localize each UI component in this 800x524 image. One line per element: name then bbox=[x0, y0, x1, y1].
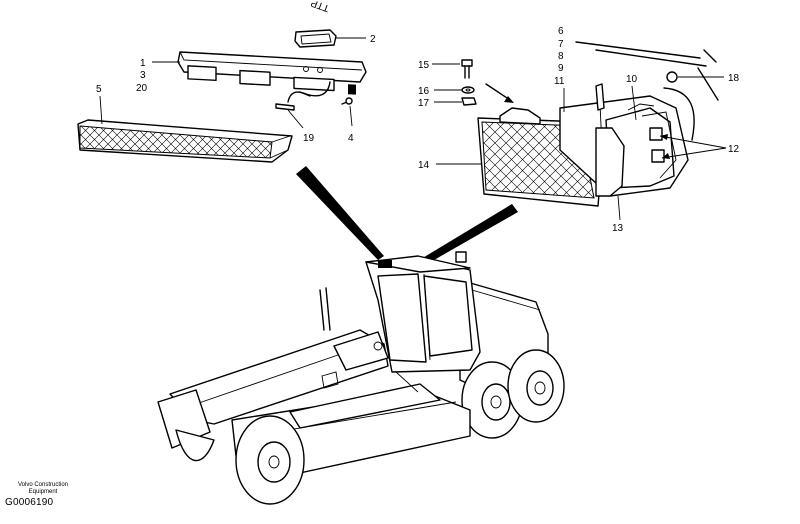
callout-12: 12 bbox=[728, 144, 740, 155]
callout-5: 5 bbox=[96, 84, 102, 95]
assembly-arrow-icon bbox=[485, 83, 514, 103]
callout-15: 15 bbox=[418, 60, 430, 71]
motor-grader-illustration bbox=[157, 251, 565, 505]
washer-part bbox=[461, 86, 475, 94]
nut-part bbox=[461, 97, 477, 106]
callout-18: 18 bbox=[728, 73, 740, 84]
o-ring-part bbox=[666, 71, 678, 83]
callout-6: 6 bbox=[558, 26, 564, 37]
callout-16: 16 bbox=[418, 86, 430, 97]
callout-14: 14 bbox=[418, 160, 430, 171]
credit-text: Volvo Construction Equipment bbox=[4, 482, 82, 496]
callout-7: 7 bbox=[558, 39, 564, 50]
callout-4: 4 bbox=[348, 133, 354, 144]
callout-8: 8 bbox=[558, 51, 564, 62]
pointer-wedge-right bbox=[416, 204, 518, 268]
callout-2: 2 bbox=[370, 34, 376, 45]
screw-part bbox=[341, 97, 353, 105]
wiring-harness-part bbox=[275, 81, 331, 111]
callout-11: 11 bbox=[554, 76, 565, 87]
callout-9: 9 bbox=[558, 63, 564, 74]
rear-light-guard-part bbox=[77, 119, 293, 163]
callout-3: 3 bbox=[140, 70, 146, 81]
callout-20: 20 bbox=[136, 83, 148, 94]
pointer-wedge-left bbox=[296, 166, 384, 260]
headlight-assembly-part bbox=[559, 83, 689, 197]
fender-outline bbox=[663, 87, 695, 141]
lamp-cover-part bbox=[294, 29, 337, 48]
callout-19: 19 bbox=[303, 133, 315, 144]
corner-mark: TTP bbox=[309, 0, 331, 14]
callout-17: 17 bbox=[418, 98, 430, 109]
callout-1: 1 bbox=[140, 58, 146, 69]
rear-light-bar-part bbox=[177, 51, 367, 95]
credit-line-1: Volvo Construction bbox=[17, 482, 69, 488]
credit-line-2: Equipment bbox=[28, 489, 58, 495]
figure-id: G0006190 bbox=[5, 497, 54, 508]
callout-10: 10 bbox=[626, 74, 638, 85]
bolt-part bbox=[461, 59, 473, 79]
callout-13: 13 bbox=[612, 223, 624, 234]
